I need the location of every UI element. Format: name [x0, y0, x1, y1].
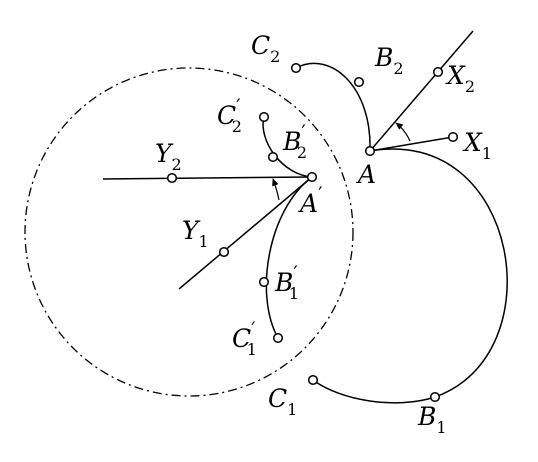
label-a-prime: A′ [298, 182, 323, 218]
label-c2: C2 [251, 31, 280, 66]
point-b2 [353, 76, 365, 88]
point-a-prime [306, 171, 318, 183]
label-x2: X2 [445, 61, 475, 96]
label-b2-prime: B′2 [282, 120, 307, 162]
label-b1-prime: B′1 [274, 261, 299, 303]
label-c1: C1 [268, 384, 297, 419]
label-b2: B2 [374, 43, 404, 78]
label-x1: X1 [462, 128, 492, 163]
point-y2 [166, 172, 178, 184]
point-y1 [218, 246, 230, 258]
label-c2-prime: C′2 [217, 94, 242, 136]
label-b1: B1 [417, 402, 447, 437]
point-a [364, 145, 376, 157]
angle-arrow-ap [272, 178, 280, 201]
point-x1 [447, 131, 459, 143]
ray-ax2 [369, 30, 474, 152]
angle-arrow-a [395, 122, 411, 142]
curve-a-b1-c1 [312, 148, 508, 404]
point-x2 [432, 66, 444, 78]
point-b1-prime [258, 276, 270, 288]
curve-ap-b1p-c1p [265, 176, 313, 339]
point-c1-prime [272, 332, 284, 344]
point-b1 [429, 391, 441, 403]
ray-ay1 [178, 176, 313, 290]
curve-a-b2-c2 [295, 62, 371, 152]
point-b2-prime [267, 151, 279, 163]
point-c1 [307, 374, 319, 386]
label-a: A [356, 160, 376, 189]
label-c1-prime: C′1 [232, 317, 257, 359]
ray-ay2 [102, 176, 313, 180]
point-c2 [290, 62, 302, 74]
label-y2: Y2 [155, 139, 182, 174]
label-y1: Y1 [182, 216, 209, 251]
point-c2-prime [258, 111, 270, 123]
dashdot-circle [24, 67, 354, 397]
